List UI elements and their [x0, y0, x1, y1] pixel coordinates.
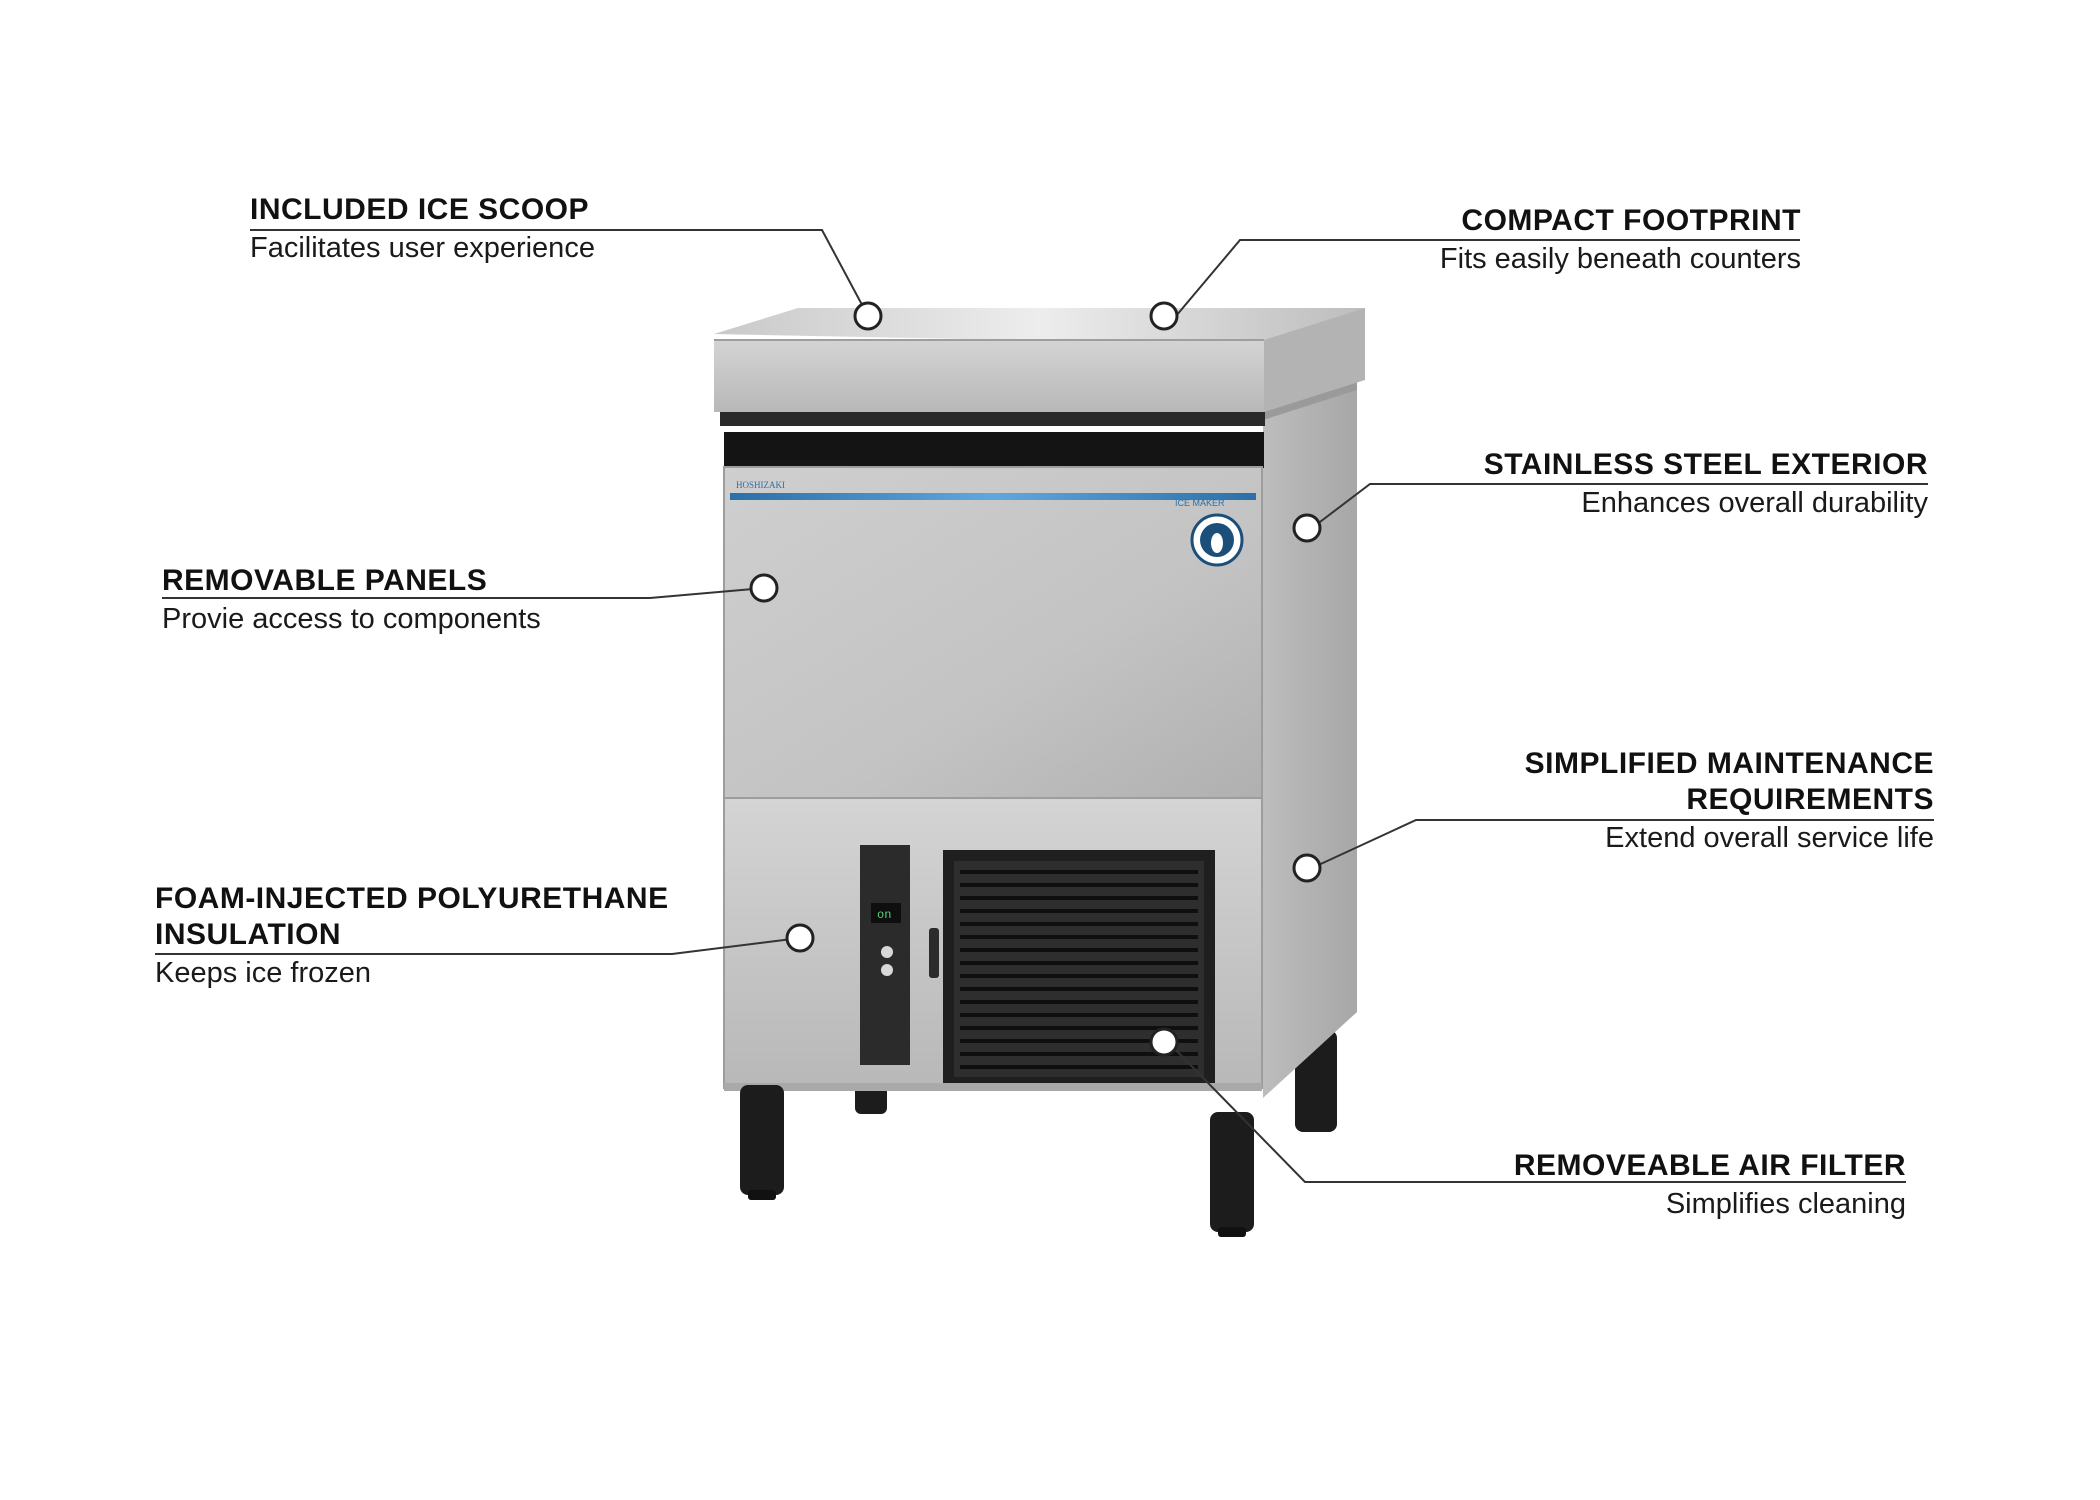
cabinet-side-panel — [1263, 377, 1357, 1098]
marker-filter[interactable] — [1149, 1027, 1179, 1057]
marker-panels[interactable] — [749, 573, 779, 603]
marker-foam[interactable] — [785, 923, 815, 953]
callout-title-line1: FOAM-INJECTED POLYURETHANE — [155, 882, 669, 915]
door-gasket — [720, 412, 1265, 468]
callout-markers — [749, 301, 1322, 1057]
callout-title: COMPACT FOOTPRINT — [1461, 204, 1801, 237]
power-button-icon[interactable] — [881, 946, 893, 958]
callout-simplified-maintenance: SIMPLIFIED MAINTENANCE REQUIREMENTS Exte… — [1525, 746, 1934, 856]
panel-label: ICE MAKER — [1175, 498, 1225, 508]
callout-title: INCLUDED ICE SCOOP — [250, 193, 590, 226]
marker-footprint[interactable] — [1149, 301, 1179, 331]
display-readout: on — [877, 908, 891, 922]
cabinet-top-lid — [714, 308, 1365, 412]
callout-removable-panels: REMOVABLE PANELS Provie access to compon… — [162, 563, 541, 637]
reset-button-icon[interactable] — [881, 964, 893, 976]
callout-description: Extend overall service life — [1605, 822, 1934, 854]
callout-stainless-steel: STAINLESS STEEL EXTERIOR Enhances overal… — [1484, 447, 1928, 521]
brand-name: HOSHIZAKI — [736, 480, 785, 490]
callout-description: Simplifies cleaning — [1665, 1188, 1906, 1220]
storage-bin-door: HOSHIZAKI ICE MAKER — [723, 466, 1263, 799]
marker-steel[interactable] — [1292, 513, 1322, 543]
callout-air-filter: REMOVEABLE AIR FILTER Simplifies cleanin… — [1514, 1148, 1906, 1222]
marker-maintenance[interactable] — [1292, 853, 1322, 883]
callout-description: Keeps ice frozen — [155, 957, 372, 989]
callout-title: REMOVABLE PANELS — [162, 564, 488, 597]
air-filter-louvers — [960, 870, 1198, 1069]
callout-ice-scoop: INCLUDED ICE SCOOP Facilitates user expe… — [250, 192, 595, 266]
callout-description: Enhances overall durability — [1581, 487, 1928, 519]
marker-scoop[interactable] — [853, 301, 883, 331]
leader-lines — [155, 229, 1934, 1183]
callout-description: Fits easily beneath counters — [1439, 243, 1801, 275]
callout-description: Provie access to components — [162, 603, 541, 635]
callout-description: Facilitates user experience — [250, 232, 595, 264]
grille-handle[interactable] — [929, 928, 939, 978]
front-legs — [740, 1085, 1254, 1237]
penguin-logo-icon — [1190, 513, 1244, 567]
callout-title-line2: INSULATION — [155, 918, 342, 951]
callout-compact-footprint: COMPACT FOOTPRINT Fits easily beneath co… — [1440, 203, 1801, 277]
callout-title-line2: REQUIREMENTS — [1686, 783, 1934, 816]
callout-foam-insulation: FOAM-INJECTED POLYURETHANE INSULATION Ke… — [155, 881, 669, 991]
callout-title: REMOVEABLE AIR FILTER — [1513, 1149, 1906, 1182]
digital-display — [871, 903, 901, 923]
callout-title-line1: SIMPLIFIED MAINTENANCE — [1524, 747, 1934, 780]
callout-title: STAINLESS STEEL EXTERIOR — [1483, 448, 1928, 481]
